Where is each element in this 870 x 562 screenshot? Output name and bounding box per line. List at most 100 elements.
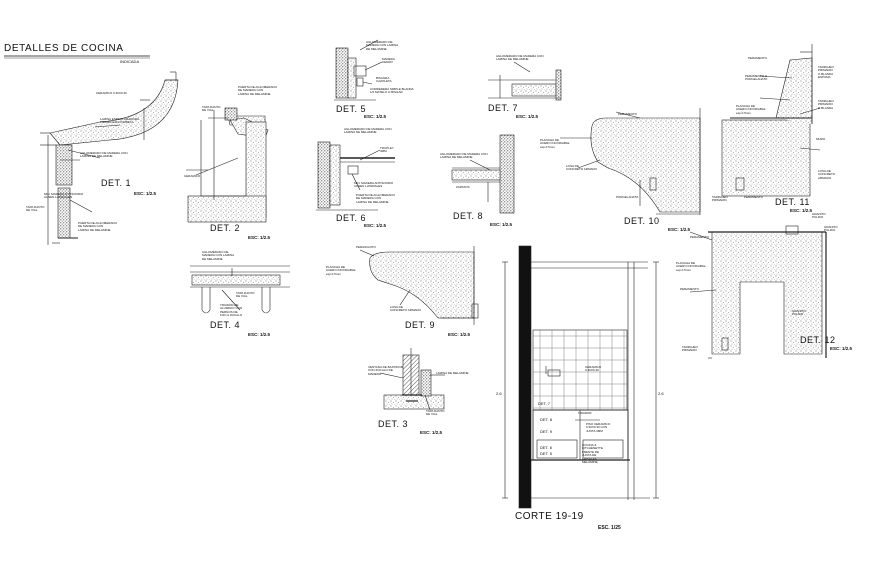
annotation: CERAMICO <box>184 174 201 178</box>
annotation: ZAPATOS <box>456 185 470 189</box>
detail-8-title: DET. 8 <box>453 211 484 221</box>
annotation: PORCELANATO <box>616 195 639 199</box>
annotation: TAPA DANTO DE VIAL <box>26 205 45 213</box>
annotation: AGLOMERADO DE MADERA CON LAMINA DE MELAM… <box>80 151 128 159</box>
dimension-label: 2.6 <box>496 391 502 396</box>
annotation: PERAMENTO <box>680 287 699 291</box>
annotation: LOSA DE CONCRETO ARMADO <box>818 169 836 180</box>
annotation: PERAMENTO <box>690 235 709 239</box>
annotation: TARRAJEO PRIMARIO <box>682 345 698 353</box>
annotation: DET. 6 <box>540 445 553 450</box>
annotation: GRANITO PULIDO <box>792 309 806 317</box>
annotation: DET. 7 <box>538 401 551 406</box>
detail-6-title: DET. 6 <box>336 213 367 223</box>
detail-3-scale: ESC: 1/2.5 <box>420 430 443 435</box>
annotation: PLANCHA DE ACERO INOXIDABLE esp.0.5mm <box>540 138 570 149</box>
annotation: TARRAJEO PRIMARIO <box>712 195 728 203</box>
annotation: TIRADOR DE ALUMINIO CON PERNOS DE FIJO A… <box>220 303 243 318</box>
annotation: VENTANA DE BASTIDOR CON ZOCALO DE MADERA <box>368 365 403 376</box>
detail-4-scale: ESC: 1/2.5 <box>248 332 271 337</box>
detail-10-scale: ESC: 1/2.5 <box>668 227 691 232</box>
section-title: CORTE 19-19 <box>515 511 584 522</box>
annotation: MADERA CEDRO <box>382 57 395 65</box>
annotation: CERAMICO 0.30X0.30 <box>96 91 127 95</box>
annotation: PUERTA DE AGLOMERADO DE MADERA CON LAMIN… <box>356 193 395 204</box>
annotation: AGLOMERADO DE MADERA CON LAMINA DE MELAM… <box>202 250 235 261</box>
detail-7-scale: ESC: 1/2.5 <box>516 114 539 119</box>
detail-9-scale: ESC: 1/2.5 <box>448 332 471 337</box>
annotation: DET. 9 <box>540 429 553 434</box>
detail-10-drawing <box>560 108 701 215</box>
section-scale: ESC. 1/25 <box>598 525 621 531</box>
detail-5-scale: ESC: 1/2.5 <box>364 114 387 119</box>
detail-1-drawing <box>40 71 179 245</box>
annotation: COCINA & KITCHENETTE FRENTE DE JUNTA DE … <box>582 443 603 465</box>
annotation: PUERTA DE AGLOMERADO DE MADERA CON LAMIN… <box>78 221 117 232</box>
annotation: LOSA DE CONCRETO ARMADO <box>566 164 597 172</box>
detail-9-title: DET. 9 <box>405 320 436 330</box>
annotation: MURO <box>816 137 826 141</box>
detail-8-drawing <box>451 134 515 214</box>
detail-2-scale: ESC: 1/2.5 <box>248 235 271 240</box>
annotation: CORREDERA SIMPLE BLANDA 1/2 MATELO O BIS… <box>370 87 414 95</box>
annotation: TAPA DANTO DE VIAL <box>426 409 445 417</box>
annotation: PLANCHA DE ACERO INOXIDABLE esp.0.5mm <box>326 265 356 276</box>
annotation: PLANCHA DE ACERO INOXIDABLE esp.0.5mm <box>736 104 766 115</box>
sheet-subtitle: INDICADA <box>120 59 140 64</box>
annotation: MIN. MADERA ANTISONIDO AUSEN LATERALES <box>354 181 394 189</box>
annotation: PERANGUITO <box>356 245 376 249</box>
detail-4-drawing <box>190 265 290 314</box>
annotation: TAPA DANTO DE VIAL <box>202 105 221 113</box>
annotation: PUERTA DE AGLOMERADO DE MADERA CON LAMIN… <box>238 85 277 96</box>
detail-5-title: DET. 5 <box>336 104 367 114</box>
annotation: AGLOMERADO DE MADERA CON LAMINA DE MELAM… <box>366 40 399 51</box>
detail-10-title: DET. 10 <box>624 216 660 226</box>
annotation: PERAMENTO <box>618 112 637 116</box>
annotation: DET. 8 <box>540 417 553 422</box>
detail-1-title: DET. 1 <box>101 178 132 188</box>
detail-3-drawing <box>379 348 445 411</box>
detail-12-scale: ESC: 1/2.5 <box>830 346 853 351</box>
annotation: TARRAJEO PRIMARIO O BLANDA <box>818 99 834 110</box>
annotation: DET. 5 <box>540 451 553 456</box>
title-underline <box>4 55 150 59</box>
detail-3-title: DET. 3 <box>378 419 409 429</box>
annotation: TIRADOR <box>578 411 592 415</box>
annotation: AGLOMERADO DE MADERA CON LAMINA DE MELAM… <box>440 152 488 160</box>
annotation: PERAMENTO O PORCELANATO <box>745 74 768 82</box>
annotation: GRANITO PULIDO <box>812 212 826 220</box>
dimension-label: 2.6 <box>658 391 664 396</box>
annotation: LAMINA ESPECTORADORA FORMICA EN FORMICA <box>100 117 139 125</box>
section-drawing <box>502 245 659 509</box>
annotation: PERAMENTO <box>744 195 763 199</box>
annotation: TAPA DANTO DE VIAL <box>236 291 255 299</box>
detail-1-scale: ESC: 1/2.5 <box>134 191 157 196</box>
annotation: PERAMENTO <box>748 56 767 60</box>
detail-5-drawing <box>334 39 383 101</box>
detail-6-drawing <box>316 141 395 211</box>
sheet-title: DETALLES DE COCINA <box>4 43 124 54</box>
annotation: GRANITO PULIDO <box>824 225 838 233</box>
detail-2-title: DET. 2 <box>210 223 241 233</box>
detail-11-drawing <box>721 44 821 197</box>
detail-11-title: DET. 11 <box>775 197 810 207</box>
detail-12-title: DET. 12 <box>800 335 836 345</box>
annotation: MIN. MADERA ANTISONIDO AUSEN LATERALES <box>44 192 84 200</box>
detail-7-drawing <box>488 61 562 101</box>
annotation: PLANCHA DE ACERO INOXIDABLE esp.0.5mm <box>676 261 706 272</box>
annotation: LAMINA DE MELAMINE <box>436 371 469 375</box>
annotation: AGLOMERADO DE MADERA CON LAMINA DE MELAM… <box>344 127 392 135</box>
detail-9-drawing <box>359 246 479 325</box>
annotation: LOSA DE CONCRETO ARMADO <box>390 305 421 313</box>
detail-4-title: DET. 4 <box>210 320 241 330</box>
annotation: AGLOMERADO DE MADERA CON LAMINA DE MELAM… <box>496 54 544 62</box>
detail-11-scale: ESC: 1/2.5 <box>790 208 813 213</box>
detail-12-drawing <box>689 225 827 359</box>
annotation: BISAGRA CAZOLETA <box>376 76 392 84</box>
detail-2-drawing <box>186 107 269 223</box>
annotation: TARRAJEO PRIMARIO O BLANDA ESPUMA <box>818 65 834 80</box>
detail-8-scale: ESC: 1/2.5 <box>490 222 513 227</box>
detail-7-title: DET. 7 <box>488 103 519 113</box>
annotation: CERAMICO 0.30X0.30 <box>585 365 602 373</box>
